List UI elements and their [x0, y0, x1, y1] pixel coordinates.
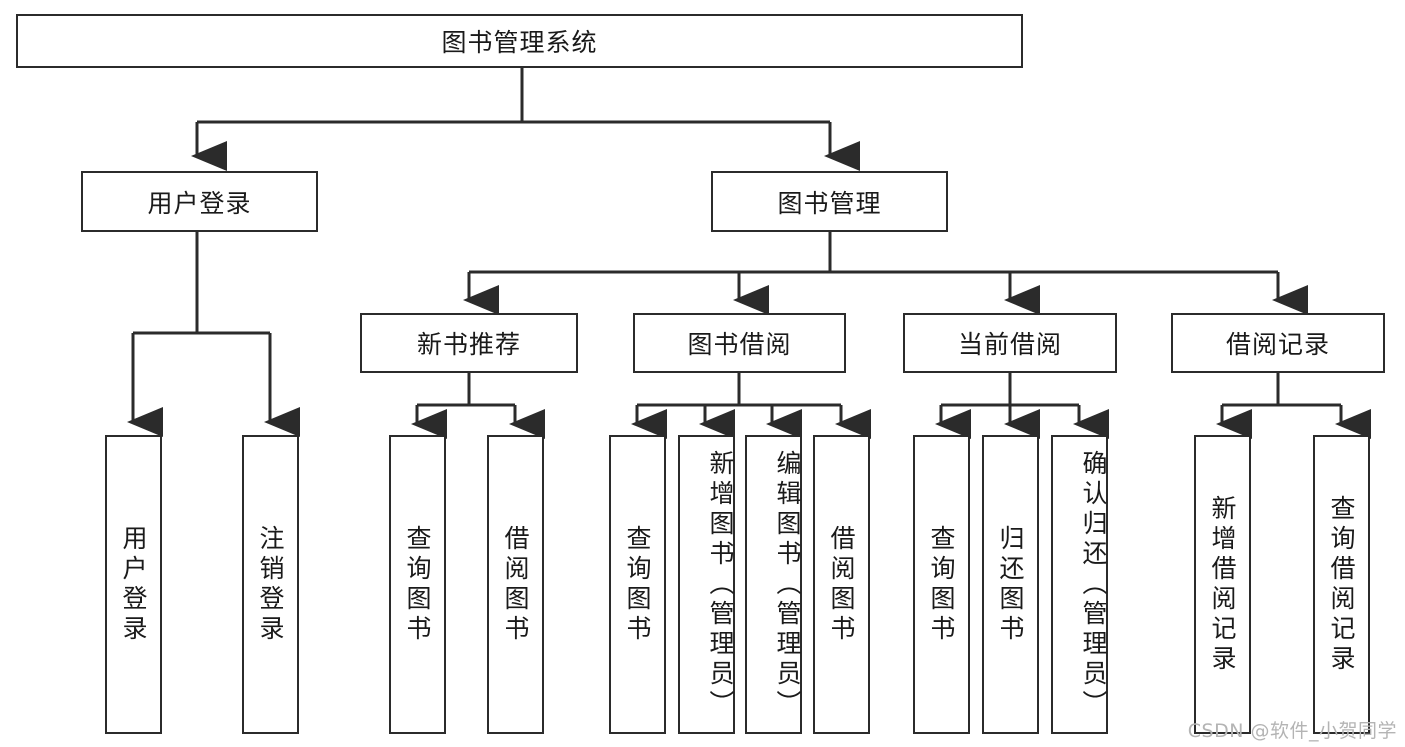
leaf-user-login-logout[interactable]: 注销登录 [242, 435, 299, 734]
leaf-recommend-query-book[interactable]: 查询图书 [389, 435, 446, 734]
leaf-borrow-add-book-admin[interactable]: 新增图书（管理员） [678, 435, 735, 734]
leaf-current-query-book[interactable]: 查询图书 [913, 435, 970, 734]
leaf-record-add-record[interactable]: 新增借阅记录 [1194, 435, 1251, 734]
node-user-login[interactable]: 用户登录 [81, 171, 318, 232]
leaf-borrow-query-book[interactable]: 查询图书 [609, 435, 666, 734]
leaf-user-login-login[interactable]: 用户登录 [105, 435, 162, 734]
node-current-borrow[interactable]: 当前借阅 [903, 313, 1117, 373]
leaf-current-confirm-return-admin[interactable]: 确认归还（管理员） [1051, 435, 1108, 734]
node-book-borrow[interactable]: 图书借阅 [633, 313, 846, 373]
leaf-record-query-record[interactable]: 查询借阅记录 [1313, 435, 1370, 734]
leaf-borrow-edit-book-admin[interactable]: 编辑图书（管理员） [745, 435, 802, 734]
leaf-current-return-book[interactable]: 归还图书 [982, 435, 1039, 734]
leaf-recommend-borrow-book[interactable]: 借阅图书 [487, 435, 544, 734]
node-new-book-recommend[interactable]: 新书推荐 [360, 313, 578, 373]
node-root-system[interactable]: 图书管理系统 [16, 14, 1023, 68]
leaf-borrow-borrow-book[interactable]: 借阅图书 [813, 435, 870, 734]
node-borrow-record[interactable]: 借阅记录 [1171, 313, 1385, 373]
watermark-text: CSDN @软件_小贺同学 [1187, 720, 1397, 742]
node-book-management[interactable]: 图书管理 [711, 171, 948, 232]
